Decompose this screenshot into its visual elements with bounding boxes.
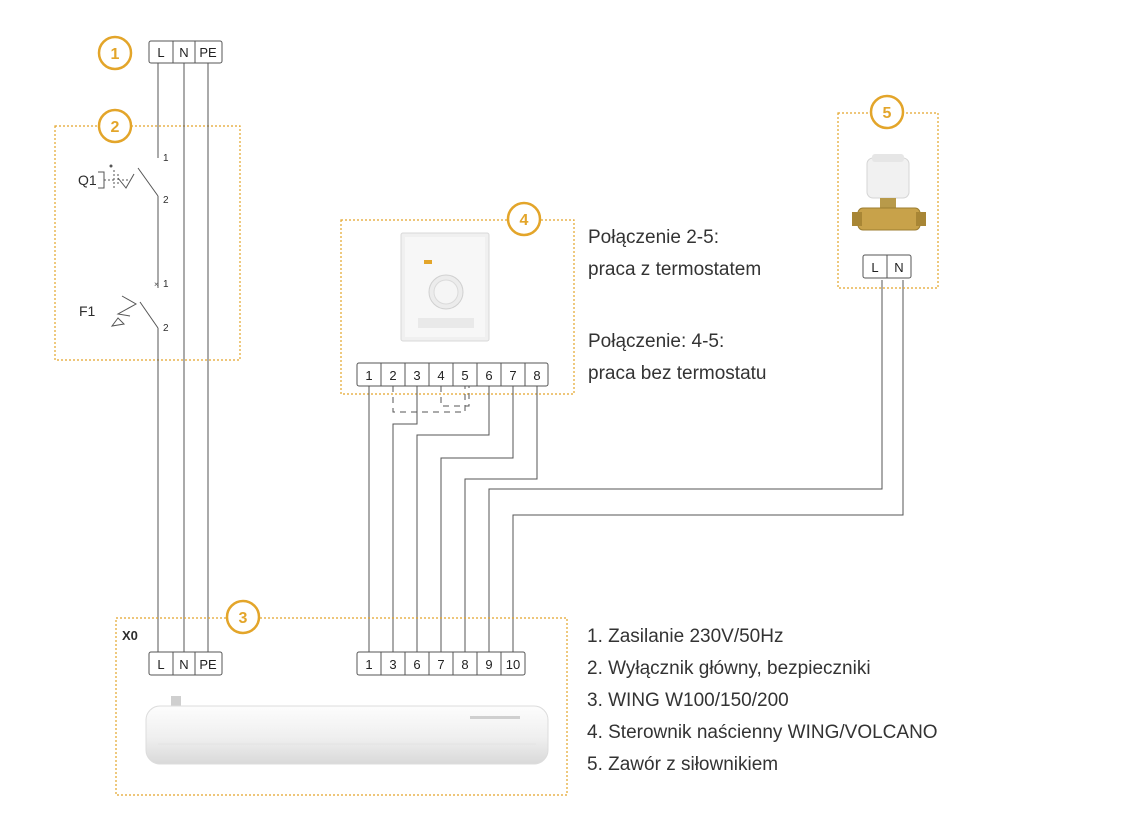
legend-item-3: 3. WING W100/150/200 bbox=[587, 690, 789, 711]
section-2-box bbox=[54, 125, 241, 361]
legend-item-2: 2. Wyłącznik główny, bezpieczniki bbox=[587, 658, 871, 679]
unit-terminal-l: L bbox=[157, 657, 164, 672]
controller-terminal-block: 1 2 3 4 5 6 7 8 bbox=[356, 362, 549, 387]
controller-terminal-6: 6 bbox=[485, 368, 492, 383]
main-switch-symbol: Q1 1 2 bbox=[78, 150, 169, 206]
q1-label: Q1 bbox=[78, 172, 97, 188]
svg-text:2: 2 bbox=[111, 119, 120, 136]
svg-text:5: 5 bbox=[883, 105, 892, 122]
supply-terminal-block: L N PE bbox=[148, 40, 223, 64]
note-line-3: Połączenie: 4-5: bbox=[588, 331, 725, 352]
valve-image bbox=[852, 154, 926, 231]
valve-terminal-block: L N bbox=[862, 254, 912, 279]
badge-4: 4 bbox=[506, 201, 542, 237]
unit-terminal-8: 8 bbox=[461, 657, 468, 672]
fuse-symbol: × F1 1 2 bbox=[79, 279, 169, 334]
badge-2: 2 bbox=[97, 108, 133, 144]
unit-terminal-1: 1 bbox=[365, 657, 372, 672]
legend-item-4: 4. Sterownik naścienny WING/VOLCANO bbox=[587, 722, 938, 743]
f1-pin-1: 1 bbox=[163, 279, 169, 290]
controller-terminal-4: 4 bbox=[437, 368, 444, 383]
note-line-2: praca z termostatem bbox=[588, 259, 762, 280]
unit-terminal-10: 10 bbox=[506, 657, 520, 672]
svg-text:×: × bbox=[154, 280, 159, 289]
note-line-1: Połączenie 2-5: bbox=[588, 227, 719, 248]
air-curtain-image bbox=[145, 696, 549, 765]
svg-text:1: 1 bbox=[111, 46, 120, 63]
section-3-box bbox=[115, 617, 568, 796]
legend-item-5: 5. Zawór z siłownikiem bbox=[587, 754, 779, 775]
badge-1: 1 bbox=[97, 35, 133, 71]
unit-signal-terminal-block: 1 3 6 7 8 9 10 bbox=[356, 651, 526, 676]
supply-terminal-l: L bbox=[157, 45, 164, 60]
svg-text:3: 3 bbox=[239, 610, 248, 627]
jumper-links bbox=[392, 386, 470, 413]
signal-wires bbox=[368, 280, 904, 652]
x0-label: X0 bbox=[122, 628, 138, 643]
svg-text:4: 4 bbox=[520, 212, 529, 229]
controller-terminal-1: 1 bbox=[365, 368, 372, 383]
connection-notes-2: Połączenie: 4-5: praca bez termostatu bbox=[588, 326, 766, 390]
unit-terminal-9: 9 bbox=[485, 657, 492, 672]
supply-terminal-n: N bbox=[179, 45, 188, 60]
valve-terminal-l: L bbox=[871, 260, 878, 275]
supply-terminal-pe: PE bbox=[199, 45, 217, 60]
controller-terminal-7: 7 bbox=[509, 368, 516, 383]
unit-terminal-3: 3 bbox=[389, 657, 396, 672]
note-line-4: praca bez termostatu bbox=[588, 363, 767, 384]
controller-image bbox=[400, 232, 490, 342]
unit-terminal-6: 6 bbox=[413, 657, 420, 672]
f1-label: F1 bbox=[79, 303, 96, 319]
valve-terminal-n: N bbox=[894, 260, 903, 275]
controller-terminal-3: 3 bbox=[413, 368, 420, 383]
power-wires bbox=[157, 63, 209, 652]
badge-3: 3 bbox=[225, 599, 261, 635]
unit-terminal-pe: PE bbox=[199, 657, 217, 672]
legend-item-1: 1. Zasilanie 230V/50Hz bbox=[587, 626, 784, 647]
unit-power-terminal-block: L N PE bbox=[148, 651, 223, 676]
q1-pin-1: 1 bbox=[163, 153, 169, 164]
connection-notes: Połączenie 2-5: praca z termostatem bbox=[588, 222, 761, 286]
f1-pin-2: 2 bbox=[163, 323, 169, 334]
badge-5: 5 bbox=[869, 94, 905, 130]
section-4-box bbox=[340, 219, 575, 395]
q1-pin-2: 2 bbox=[163, 195, 169, 206]
unit-terminal-n: N bbox=[179, 657, 188, 672]
legend: 1. Zasilanie 230V/50Hz 2. Wyłącznik głów… bbox=[587, 621, 938, 781]
unit-terminal-7: 7 bbox=[437, 657, 444, 672]
controller-terminal-5: 5 bbox=[461, 368, 468, 383]
controller-terminal-2: 2 bbox=[389, 368, 396, 383]
controller-terminal-8: 8 bbox=[533, 368, 540, 383]
